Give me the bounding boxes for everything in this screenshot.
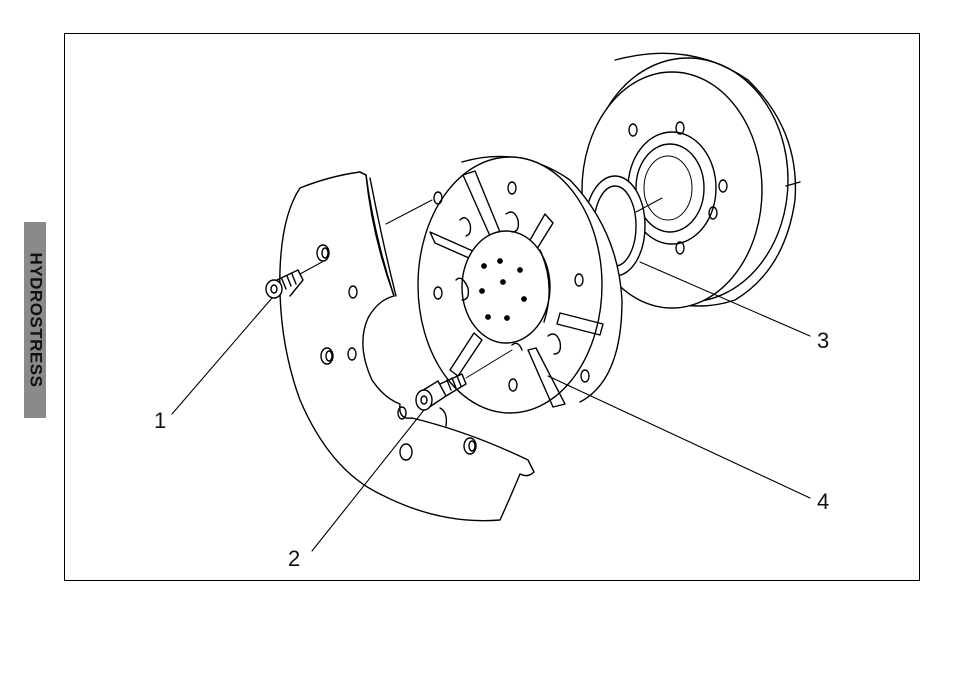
callout-3: 3 (817, 328, 829, 353)
callout-1: 1 (154, 408, 166, 433)
callout-2: 2 (288, 546, 300, 571)
callout-4: 4 (817, 489, 829, 514)
